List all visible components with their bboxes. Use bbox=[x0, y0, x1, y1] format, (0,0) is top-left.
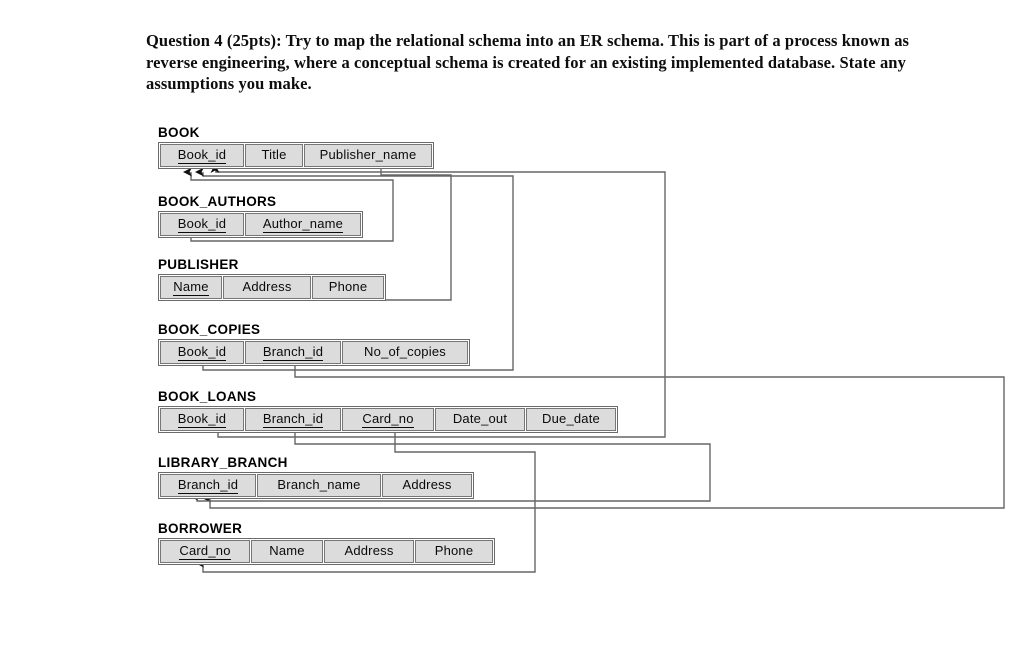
relation-row-borrower: Card_no Name Address Phone bbox=[158, 538, 495, 565]
attribute-borrower-card-no[interactable]: Card_no bbox=[160, 540, 250, 563]
relation-name-book-authors: BOOK_AUTHORS bbox=[158, 194, 277, 209]
attribute-label: Address bbox=[344, 543, 394, 558]
relation-row-publisher: Name Address Phone bbox=[158, 274, 386, 301]
attribute-label: Name bbox=[269, 543, 305, 558]
attribute-borrower-phone[interactable]: Phone bbox=[415, 540, 493, 563]
attribute-publisher-address[interactable]: Address bbox=[223, 276, 311, 299]
attribute-label: Phone bbox=[434, 543, 474, 558]
relation-name-book-copies: BOOK_COPIES bbox=[158, 322, 261, 337]
attribute-librarybranch-branch-id[interactable]: Branch_id bbox=[160, 474, 256, 497]
attribute-label: Book_id bbox=[177, 147, 227, 164]
attribute-label: Card_no bbox=[362, 411, 414, 428]
attribute-label: Branch_id bbox=[177, 477, 239, 494]
relation-book-loans[interactable]: BOOK_LOANS Book_id Branch_id Card_no Dat… bbox=[158, 389, 618, 433]
attribute-bookauthors-author-name[interactable]: Author_name bbox=[245, 213, 361, 236]
attribute-label: Card_no bbox=[179, 543, 231, 560]
attribute-bookloans-book-id[interactable]: Book_id bbox=[160, 408, 244, 431]
attribute-bookloans-date-out[interactable]: Date_out bbox=[435, 408, 525, 431]
attribute-bookauthors-book-id[interactable]: Book_id bbox=[160, 213, 244, 236]
attribute-label: Name bbox=[173, 279, 209, 296]
attribute-label: Branch_id bbox=[262, 411, 324, 428]
attribute-publisher-phone[interactable]: Phone bbox=[312, 276, 384, 299]
relation-row-book-authors: Book_id Author_name bbox=[158, 211, 363, 238]
attribute-label: Branch_id bbox=[262, 344, 324, 361]
relation-name-library-branch: LIBRARY_BRANCH bbox=[158, 455, 288, 470]
attribute-label: Address bbox=[242, 279, 292, 294]
relation-name-book-loans: BOOK_LOANS bbox=[158, 389, 257, 404]
attribute-bookloans-due-date[interactable]: Due_date bbox=[526, 408, 616, 431]
relation-publisher[interactable]: PUBLISHER Name Address Phone bbox=[158, 257, 386, 301]
attribute-label: Publisher_name bbox=[319, 147, 417, 162]
question-text: Question 4 (25pts): Try to map the relat… bbox=[146, 31, 910, 93]
attribute-label: Author_name bbox=[262, 216, 344, 233]
attribute-label: Phone bbox=[328, 279, 368, 294]
attribute-bookcopies-branch-id[interactable]: Branch_id bbox=[245, 341, 341, 364]
relation-row-library-branch: Branch_id Branch_name Address bbox=[158, 472, 474, 499]
attribute-label: Due_date bbox=[542, 411, 600, 426]
attribute-bookcopies-book-id[interactable]: Book_id bbox=[160, 341, 244, 364]
attribute-librarybranch-address[interactable]: Address bbox=[382, 474, 472, 497]
attribute-bookcopies-no-of-copies[interactable]: No_of_copies bbox=[342, 341, 468, 364]
attribute-label: Book_id bbox=[177, 216, 227, 233]
relation-name-book: BOOK bbox=[158, 125, 200, 140]
relation-row-book-copies: Book_id Branch_id No_of_copies bbox=[158, 339, 470, 366]
attribute-label: Date_out bbox=[452, 411, 508, 426]
attribute-label: Address bbox=[402, 477, 452, 492]
attribute-publisher-name[interactable]: Name bbox=[160, 276, 222, 299]
attribute-book-book-id[interactable]: Book_id bbox=[160, 144, 244, 167]
relation-book-authors[interactable]: BOOK_AUTHORS Book_id Author_name bbox=[158, 194, 363, 238]
relation-name-borrower: BORROWER bbox=[158, 521, 243, 536]
relation-borrower[interactable]: BORROWER Card_no Name Address Phone bbox=[158, 521, 495, 565]
relation-book-copies[interactable]: BOOK_COPIES Book_id Branch_id No_of_copi… bbox=[158, 322, 470, 366]
attribute-book-title[interactable]: Title bbox=[245, 144, 303, 167]
attribute-bookloans-branch-id[interactable]: Branch_id bbox=[245, 408, 341, 431]
attribute-label: Branch_name bbox=[277, 477, 361, 492]
attribute-librarybranch-branch-name[interactable]: Branch_name bbox=[257, 474, 381, 497]
attribute-label: Book_id bbox=[177, 411, 227, 428]
relation-row-book: Book_id Title Publisher_name bbox=[158, 142, 434, 169]
relation-book[interactable]: BOOK Book_id Title Publisher_name bbox=[158, 125, 434, 169]
attribute-bookloans-card-no[interactable]: Card_no bbox=[342, 408, 434, 431]
attribute-label: Book_id bbox=[177, 344, 227, 361]
attribute-borrower-name[interactable]: Name bbox=[251, 540, 323, 563]
attribute-label: Title bbox=[261, 147, 287, 162]
attribute-label: No_of_copies bbox=[364, 344, 446, 359]
attribute-borrower-address[interactable]: Address bbox=[324, 540, 414, 563]
attribute-book-publisher-name[interactable]: Publisher_name bbox=[304, 144, 432, 167]
relation-library-branch[interactable]: LIBRARY_BRANCH Branch_id Branch_name Add… bbox=[158, 455, 474, 499]
relation-name-publisher: PUBLISHER bbox=[158, 257, 239, 272]
relation-row-book-loans: Book_id Branch_id Card_no Date_out Due_d… bbox=[158, 406, 618, 433]
